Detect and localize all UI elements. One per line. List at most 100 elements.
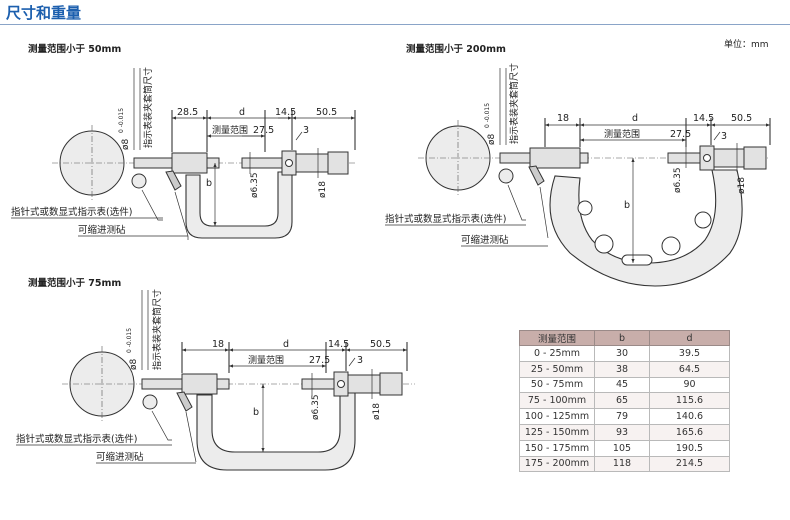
- indicator-stem: [141, 378, 183, 390]
- dim-label: 测量范围: [604, 128, 640, 140]
- dim-label: d: [632, 113, 638, 124]
- lock-icon: [703, 154, 711, 162]
- drawing-75mm: 测量范围小于 75mm 18 d 测量范围 27.5 14.5 50.5: [16, 277, 415, 471]
- table-cell: 115.6: [649, 392, 730, 410]
- stem-tol-label: 0 -0.015: [118, 108, 125, 133]
- dim-label: ø18: [318, 181, 328, 198]
- table-cell: 75 - 100mm: [519, 392, 595, 410]
- drawing-heading: 测量范围小于 200mm: [406, 43, 506, 55]
- dim-label: 14.5: [275, 107, 296, 118]
- dim-label: 18: [212, 339, 224, 350]
- anvil-holder: [529, 147, 581, 169]
- drawing-heading: 测量范围小于 50mm: [28, 43, 121, 55]
- micrometer-frame: [196, 392, 356, 471]
- dim-label: 50.5: [316, 107, 337, 118]
- callout-anvil: 可缩进测砧: [96, 451, 144, 463]
- thimble: [379, 372, 403, 396]
- dim-label: ø6.35: [311, 394, 321, 420]
- table-cell: 45: [594, 376, 650, 394]
- callout-indicator: 指针式或数显式指示表(选件): [11, 206, 132, 218]
- dim-label: 测量范围: [248, 354, 284, 366]
- stem-callout: 指示表装夹套筒尺寸: [142, 67, 154, 148]
- retract-knob-icon: [131, 173, 147, 189]
- dim-label: 50.5: [731, 113, 752, 124]
- retract-knob-icon: [142, 394, 158, 410]
- anvil-holder: [171, 152, 208, 174]
- table-cell: 214.5: [649, 455, 730, 473]
- table-cell: 105: [594, 439, 650, 457]
- table-cell: 25 - 50mm: [519, 360, 595, 378]
- anvil-lever: [528, 165, 545, 186]
- dim-label: b: [253, 407, 259, 418]
- dim-label: 18: [557, 113, 569, 124]
- dim-label: ø18: [372, 403, 382, 420]
- table-cell: 90: [649, 376, 730, 394]
- anvil: [579, 152, 589, 164]
- table-cell: 140.6: [649, 408, 730, 425]
- table-header: 测量范围: [519, 330, 595, 346]
- spindle: [241, 157, 283, 169]
- table-cell: 150 - 175mm: [519, 439, 595, 457]
- callout-anvil: 可缩进测砧: [78, 224, 126, 236]
- dim-label: b: [624, 200, 630, 211]
- drawing-50mm: 测量范围小于 50mm 28.5 d: [11, 43, 356, 240]
- dim-label: 3: [357, 355, 363, 366]
- table-cell: 0 - 25mm: [519, 345, 595, 362]
- thimble: [327, 151, 349, 175]
- anvil: [216, 378, 230, 390]
- anvil-lever: [176, 391, 193, 412]
- table-cell: 165.6: [649, 423, 730, 441]
- stem-callout: 指示表装夹套筒尺寸: [508, 63, 520, 144]
- title-divider: [0, 24, 790, 25]
- sleeve: [347, 374, 381, 394]
- lock-icon: [337, 380, 345, 388]
- table-cell: 190.5: [649, 439, 730, 457]
- table-cell: 64.5: [649, 360, 730, 378]
- callout-anvil: 可缩进测砧: [461, 234, 509, 246]
- dim-label: 3: [303, 125, 309, 136]
- dim-label: 27.5: [253, 125, 274, 136]
- dim-label: 28.5: [177, 107, 198, 118]
- dim-label: 14.5: [328, 339, 349, 350]
- dim-label: 3: [721, 131, 727, 142]
- stem-tol-label: 0 -0.015: [484, 103, 491, 128]
- table-cell: 125 - 150mm: [519, 423, 595, 441]
- drawing-200mm: 测量范围小于 200mm 18 d 测量范围 2: [385, 43, 771, 287]
- table-cell: 175 - 200mm: [519, 455, 595, 473]
- dim-label: ø18: [737, 177, 747, 194]
- stem-callout: 指示表装夹套筒尺寸: [151, 289, 163, 370]
- table-cell: 65: [594, 392, 650, 410]
- sleeve: [713, 148, 745, 168]
- micrometer-frame: [185, 171, 293, 239]
- table-cell: 30: [594, 345, 650, 362]
- stem-tol-label: 0 -0.015: [126, 328, 133, 353]
- dim-label: b: [206, 178, 212, 189]
- callout-indicator: 指针式或数显式指示表(选件): [16, 433, 137, 445]
- unit-note: 单位：mm: [724, 38, 769, 50]
- drawing-heading: 测量范围小于 75mm: [28, 277, 121, 289]
- dim-label: 27.5: [309, 355, 330, 366]
- table-cell: 93: [594, 423, 650, 441]
- page-title: 尺寸和重量: [6, 4, 82, 22]
- dim-label: d: [239, 107, 245, 118]
- table-cell: 79: [594, 408, 650, 425]
- table-cell: 39.5: [649, 345, 730, 362]
- dim-label: ø6.35: [250, 172, 260, 198]
- table-header: d: [649, 330, 730, 346]
- stem-dia-label: ø8: [121, 138, 131, 150]
- indicator-stem: [133, 157, 173, 169]
- stem-dia-label: ø8: [487, 133, 497, 145]
- anvil-holder: [181, 373, 218, 395]
- table-cell: 100 - 125mm: [519, 408, 595, 425]
- dim-label: 测量范围: [212, 124, 248, 136]
- stem-dia-label: ø8: [129, 358, 139, 370]
